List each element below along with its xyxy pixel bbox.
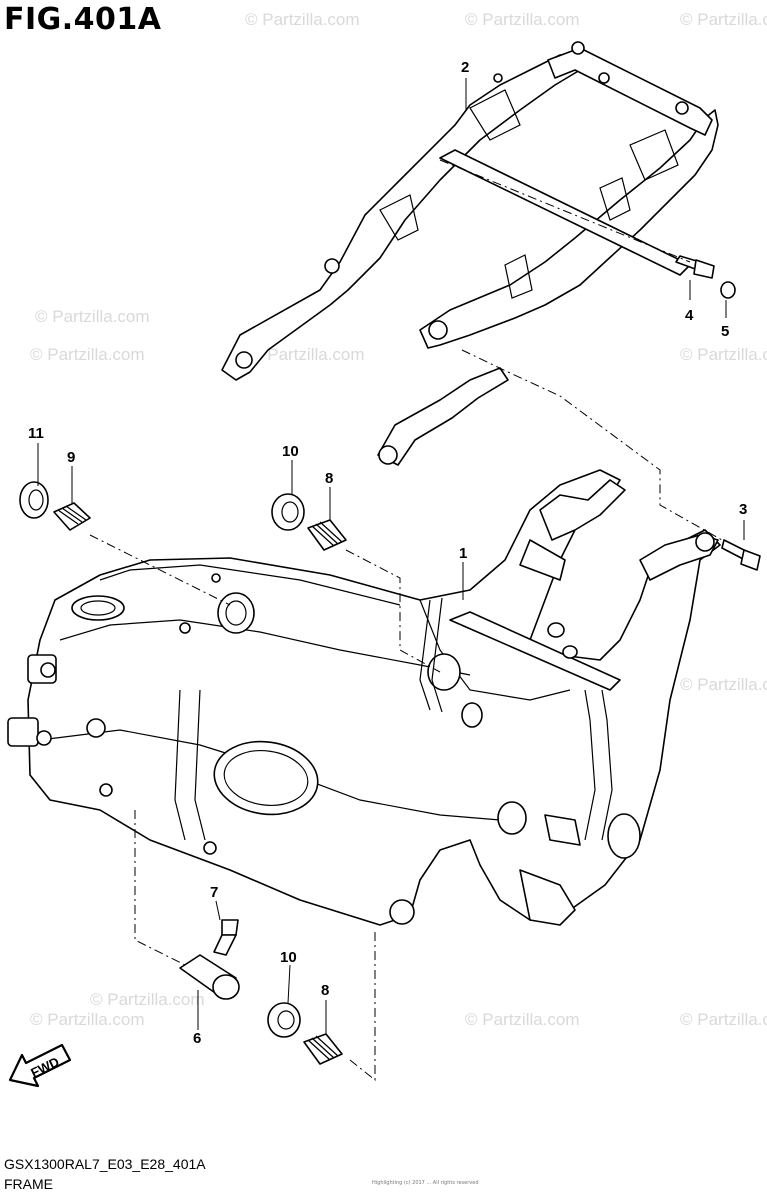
watermark: © Partzilla.com (680, 1010, 767, 1029)
figure-code: GSX1300RAL7_E03_E28_401A (4, 1156, 206, 1172)
fwd-label: FWD (28, 1054, 61, 1080)
callout-10-bottom: 10 (280, 949, 297, 966)
nut-part-10-bottom (267, 1002, 301, 1038)
callout-8-bottom: 8 (321, 982, 329, 999)
watermark: © Partzilla.com (30, 1010, 145, 1029)
watermark: © Partzilla.com (30, 345, 145, 364)
callout-1: 1 (459, 545, 467, 562)
fine-print: Highlighting (c) 2017 ... All rights res… (372, 1180, 479, 1186)
leader-lines (37, 78, 745, 1034)
callout-5: 5 (721, 323, 729, 340)
callout-10-top: 10 (282, 443, 299, 460)
bolt-part-7 (213, 919, 239, 956)
callout-4: 4 (685, 307, 694, 324)
nut-part-10-top (271, 493, 305, 531)
bushing-part-8-top (307, 519, 347, 551)
watermark: © Partzilla.com (35, 307, 150, 326)
figure-name: FRAME (4, 1176, 53, 1192)
watermark: © Partzilla.com (250, 345, 365, 364)
seat-rail-part (221, 41, 719, 381)
callout-8-top: 8 (325, 470, 333, 487)
assembly-lines (89, 159, 723, 1082)
watermark: © Partzilla.com (465, 1010, 580, 1029)
bolt-part-3 (721, 539, 761, 571)
figure-title: FIG.401A (4, 2, 162, 37)
bushing-part-9 (53, 502, 91, 531)
bolt-part-4 (675, 255, 715, 279)
watermark: © Partzilla.com (90, 990, 205, 1009)
callout-7: 7 (210, 884, 218, 901)
watermark: © Partzilla.com (465, 10, 580, 29)
cap-part-5 (720, 281, 736, 299)
callout-9: 9 (67, 449, 75, 466)
callout-11: 11 (28, 425, 44, 442)
rear-strut (377, 367, 509, 466)
forward-direction-arrow: FWD (8, 1043, 72, 1088)
watermark: © Partzilla.com (680, 345, 767, 364)
watermark: © Partzilla.com (245, 10, 360, 29)
callout-2: 2 (461, 59, 469, 76)
collar-part-6 (179, 954, 240, 1000)
nut-part-11 (19, 481, 49, 519)
callout-6: 6 (193, 1030, 201, 1047)
callout-3: 3 (739, 501, 747, 518)
bushing-part-8-bottom (303, 1033, 343, 1065)
main-frame-part (7, 469, 721, 926)
watermark: © Partzilla.com (680, 675, 767, 694)
watermark: © Partzilla.com (680, 10, 767, 29)
callouts: 2 4 5 3 11 9 10 8 1 7 6 10 8 (28, 59, 747, 1047)
